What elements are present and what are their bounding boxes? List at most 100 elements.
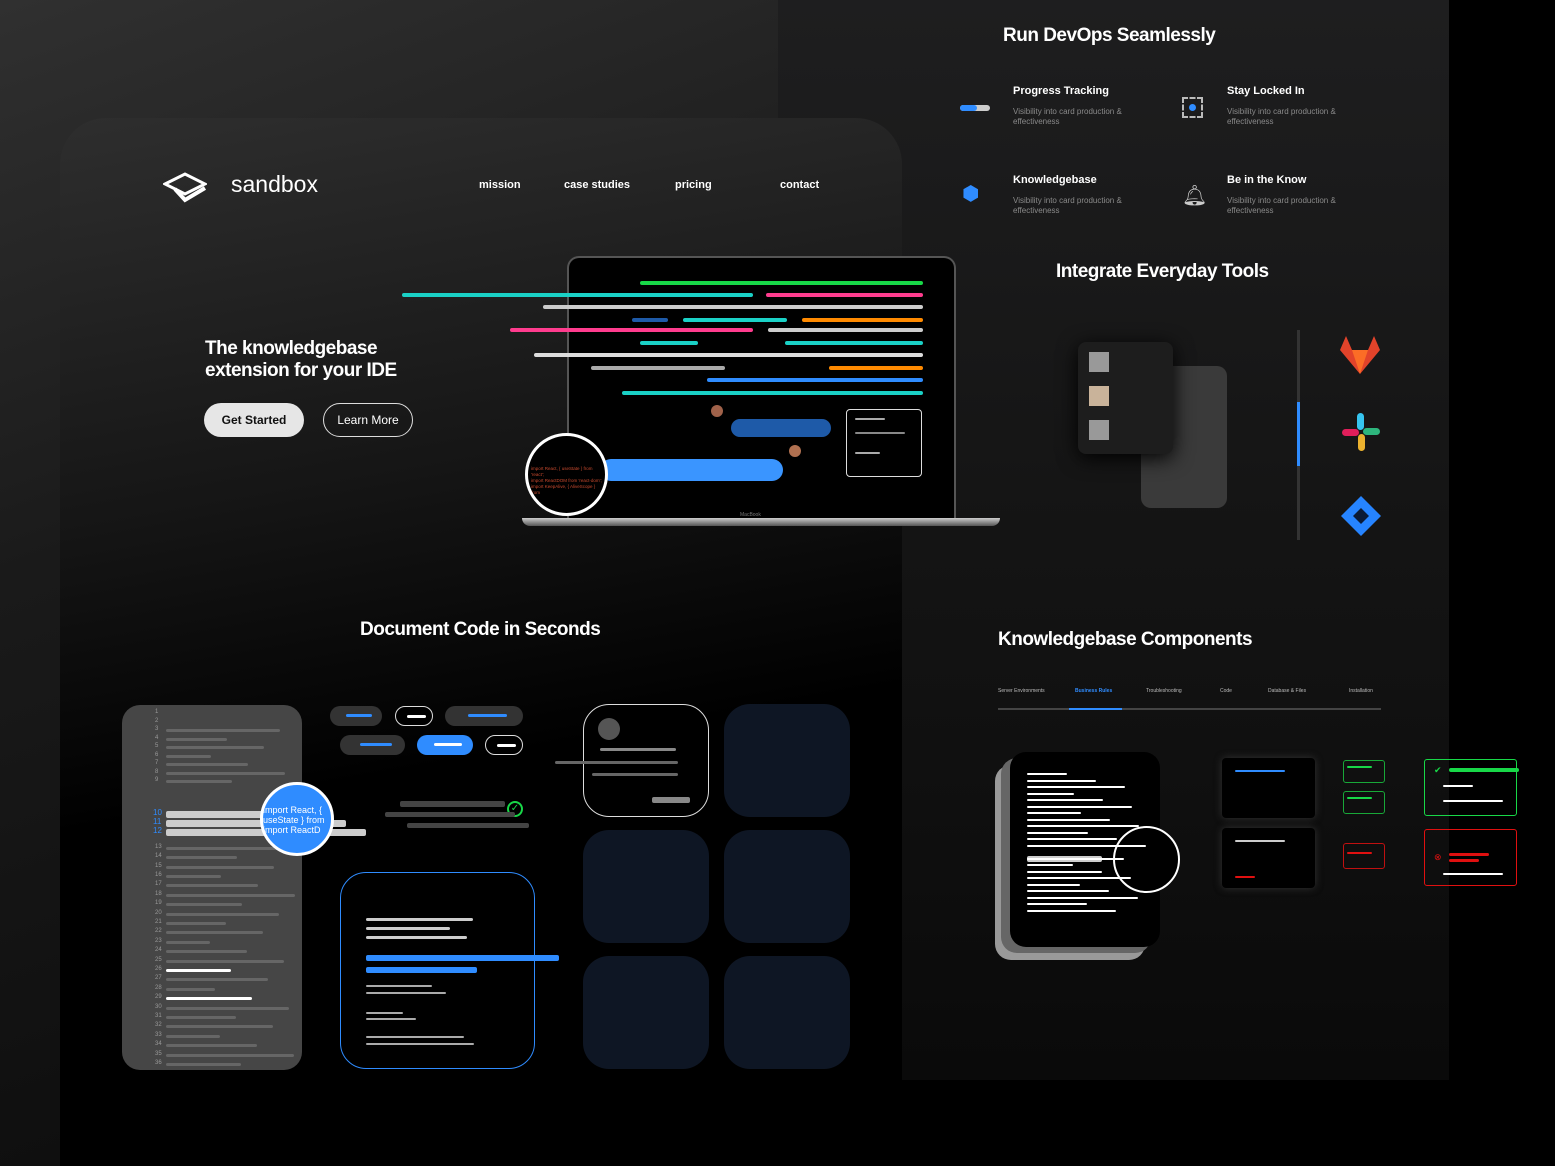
code-line-bar [166,810,296,818]
tab-installation[interactable]: Installation [1349,688,1373,694]
line-bar [385,812,515,817]
hero-title-line-2: extension for your IDE [205,360,397,381]
line-bar [855,432,905,434]
preview-card [846,409,922,477]
line-number: 15 [155,862,162,869]
feature-desc: Visibility into card production & effect… [1013,196,1122,215]
code-line-bar [166,856,237,860]
line-number: 5 [155,743,159,749]
pass-card [1343,791,1385,814]
placeholder-tile [724,704,850,817]
tag-pill[interactable] [445,706,523,726]
line-bar [1027,883,1080,886]
line-bar [1027,864,1073,866]
line-bar [1347,852,1372,854]
hero-title: The knowledgebase extension for your IDE [205,338,397,382]
line-number: 19 [155,900,162,907]
fail-card [1343,843,1385,869]
line-bar [592,773,678,776]
nav-pricing[interactable]: pricing [675,179,712,191]
check-icon: ✓ [507,801,523,817]
focus-target-icon [1182,97,1203,118]
line-number: 10 [153,807,162,817]
hero-title-line-1: The knowledgebase [205,338,378,359]
nav-case-studies[interactable]: case studies [564,179,631,191]
nav-contact[interactable]: contact [780,179,820,191]
code-line-bar [166,950,247,954]
jira-icon[interactable] [1340,495,1382,537]
code-magnifier: import React, { useState } from 'react';… [525,433,608,516]
line-bar [366,1036,464,1038]
doc-magnifier [1113,826,1180,893]
code-line-bar [166,1034,220,1038]
code-line-bar [166,875,221,878]
placeholder-tile [583,830,709,943]
chat-bubble-blue [600,459,783,481]
tag-pill[interactable] [417,735,473,755]
line-bar [366,936,467,939]
tag-pill[interactable] [485,735,523,755]
line-bar [366,918,473,921]
tag-pill[interactable] [340,735,405,755]
tab-database-files[interactable]: Database & Files [1268,688,1307,694]
code-line-bar [166,754,211,758]
code-line-bar [166,959,284,963]
avatar [789,445,801,457]
brand-name[interactable]: sandbox [231,171,318,197]
code-line-bar [166,893,295,897]
line-bar [1027,805,1132,808]
line-bar [366,985,432,987]
tab-business-rules[interactable]: Business Rules [1075,688,1113,694]
code-line-bar [166,912,279,916]
line-bar [1443,800,1503,802]
line-bar [1027,903,1087,905]
line-bar [400,801,505,807]
tag-pill[interactable] [330,706,382,726]
slack-icon[interactable] [1340,411,1382,453]
avatar [711,405,723,417]
line-bar [1027,890,1109,892]
code-line-bar [166,1044,257,1048]
get-started-button[interactable]: Get Started [204,403,304,437]
line-number: 17 [155,881,162,888]
line-number: 33 [155,1031,162,1038]
tab-code[interactable]: Code [1220,688,1232,694]
line-number: 13 [155,843,162,850]
line-number: 9 [155,777,159,783]
line-number: 1 [155,709,159,715]
code-line-bar [166,1063,241,1066]
line-bar [1027,831,1088,834]
code-line-bar [166,746,264,749]
nav-mission[interactable]: mission [479,179,521,191]
code-line-bar [166,1016,236,1019]
chat-bubble [731,419,831,437]
line-bar [1235,770,1285,772]
bell-icon: 🔔︎ [1182,185,1208,207]
tag-pill[interactable] [395,706,433,726]
line-bar [1027,844,1146,847]
code-line-bar [166,1053,294,1057]
line-bar [768,328,923,332]
line-number: 7 [155,760,159,766]
tab-track [998,708,1381,710]
line-bar [640,341,698,345]
line-bar [622,391,923,395]
line-bar [829,366,923,370]
avatar [598,718,620,740]
code-line: import ReactD [263,825,321,835]
check-icon: ✔ [1434,765,1442,775]
learn-more-button[interactable]: Learn More [323,403,413,437]
line-bar [1027,799,1103,801]
scrollbar[interactable] [1297,330,1300,540]
line-bar [640,281,923,285]
line-bar [1027,825,1139,827]
error-icon: ⊗ [1434,852,1442,862]
line-bar [785,341,923,345]
tab-server-environments[interactable]: Server Environments [998,688,1045,694]
gitlab-icon[interactable] [1338,334,1382,376]
line-number: 22 [155,928,162,935]
line-bar [534,353,923,357]
line-bar [652,797,690,803]
tab-troubleshooting[interactable]: Troubleshooting [1146,688,1182,694]
line-bar [366,967,477,973]
